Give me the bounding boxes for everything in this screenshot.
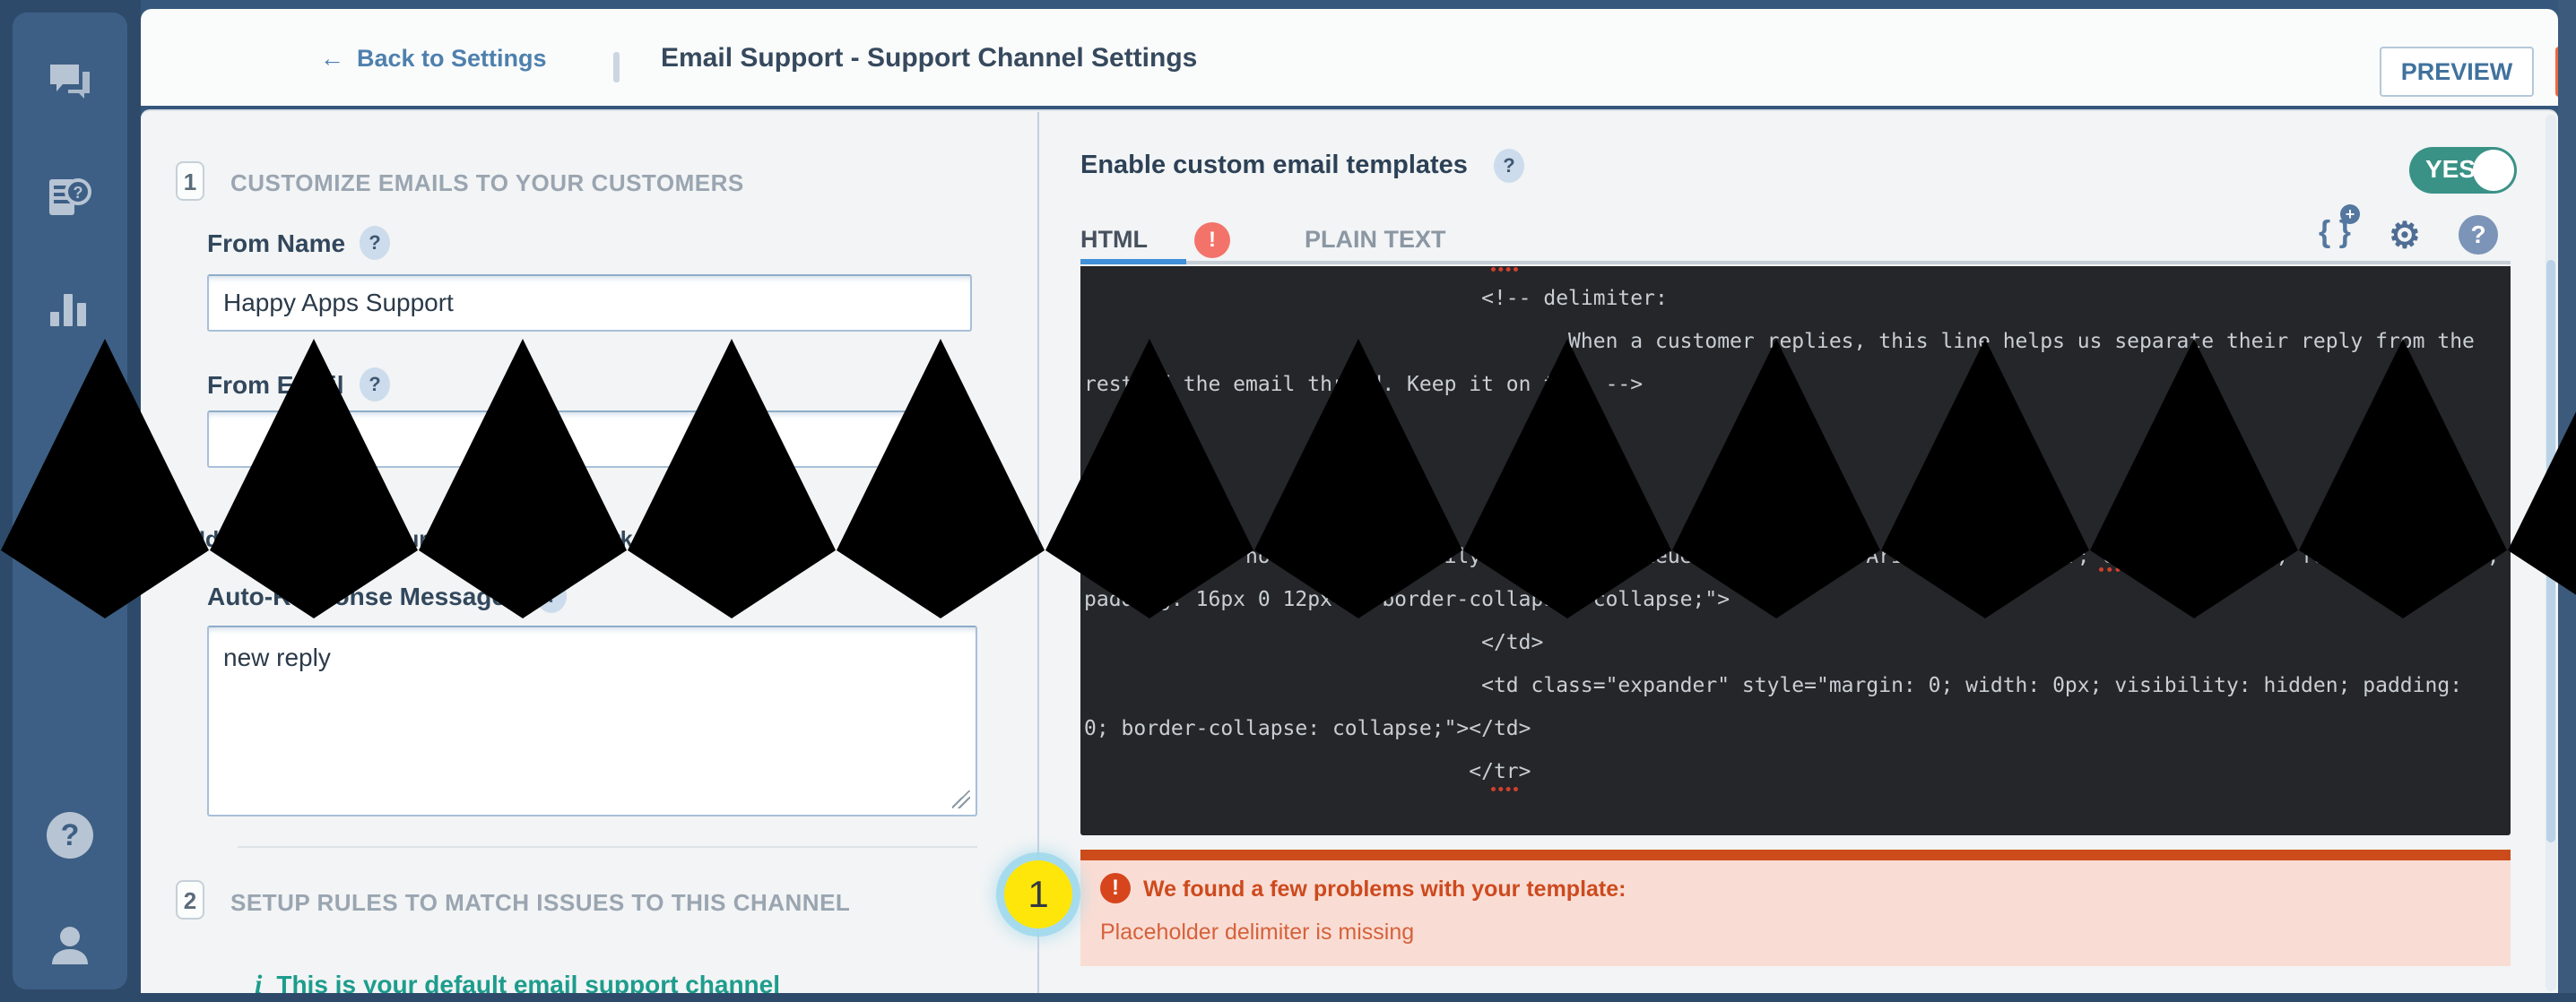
sidebar: ? ?: [0, 0, 141, 1002]
back-arrow-icon: ←: [320, 45, 344, 72]
error-squiggle: [2099, 567, 2137, 572]
code-line: font-weight: normal; font-family: 'Helve…: [1084, 545, 2500, 568]
tab-html[interactable]: HTML: [1080, 226, 1148, 253]
sidebar-panel: ? ?: [13, 13, 127, 989]
error-heading: We found a few problems with your templa…: [1143, 877, 1626, 902]
tab-underline-track: [1080, 261, 2511, 264]
preview-button[interactable]: PREVIEW: [2380, 47, 2534, 97]
page-title: Email Support - Support Channel Settings: [661, 43, 1198, 73]
textarea-resize-handle[interactable]: [952, 790, 970, 808]
tab-plain-text[interactable]: PLAIN TEXT: [1305, 226, 1446, 253]
from-name-input[interactable]: [207, 274, 972, 332]
from-email-input[interactable]: [207, 410, 972, 468]
header-bar: ← Back to Settings Email Support - Suppor…: [141, 9, 2576, 106]
code-line: rest of the email thread. Keep it on top…: [1084, 373, 1644, 396]
from-email-help-icon[interactable]: ?: [360, 367, 390, 402]
info-icon: i: [255, 970, 263, 999]
obscured-text-fragment: rke: [611, 527, 646, 552]
section-1-title: CUSTOMIZE EMAILS TO YOUR CUSTOMERS: [230, 169, 744, 196]
html-error-badge: !: [1194, 222, 1230, 258]
template-error-box: ! We found a few problems with your temp…: [1080, 850, 2511, 966]
enable-templates-title: Enable custom email templates: [1080, 151, 1468, 179]
code-line: <td class="expander" style="margin: 0; w…: [1084, 674, 2463, 697]
warning-icon: !: [1100, 873, 1131, 903]
right-scrollbar-thumb[interactable]: [2546, 260, 2555, 842]
error-detail: Placeholder delimiter is missing: [1100, 920, 1415, 945]
svg-text:?: ?: [74, 184, 83, 202]
annotation-marker-1: 1: [1004, 860, 1072, 929]
html-template-editor[interactable]: <!-- delimiter: When a customer replies,…: [1080, 266, 2511, 835]
auto-response-label: Auto-Response Message: [207, 583, 506, 610]
toggle-knob[interactable]: [2473, 150, 2514, 191]
tab-underline-active: [1080, 259, 1186, 264]
section-2-number: 2: [176, 880, 204, 920]
code-line: When a customer replies, this line helps…: [1084, 330, 2475, 353]
editor-help-icon[interactable]: ?: [2459, 215, 2498, 255]
reports-icon[interactable]: [13, 289, 127, 328]
back-label: Back to Settings: [357, 45, 547, 72]
profile-icon[interactable]: [13, 925, 127, 966]
conversations-icon[interactable]: [13, 59, 127, 104]
gear-icon[interactable]: ⚙: [2389, 216, 2421, 255]
code-line: 0; border-collapse: collapse;"></td>: [1084, 717, 1531, 740]
code-line: </td>: [1084, 631, 1544, 654]
section-1-number: 1: [176, 161, 204, 201]
window-frame-right: [2558, 0, 2576, 1002]
obscured-text-fragment: Id: [199, 527, 220, 552]
back-to-settings-link[interactable]: ← Back to Settings: [320, 45, 547, 73]
header-separator: [613, 52, 620, 82]
error-squiggle: [1491, 267, 1518, 272]
help-icon[interactable]: ?: [13, 810, 127, 860]
auto-response-help-icon[interactable]: ?: [536, 579, 567, 613]
auto-response-textarea[interactable]: new reply: [207, 626, 977, 816]
knowledge-base-icon[interactable]: ?: [13, 172, 127, 220]
obscured-text-fragment: ur: [405, 527, 428, 552]
from-name-label: From Name: [207, 229, 346, 257]
from-email-label: From Email: [207, 371, 344, 399]
toggle-yes-label: YES: [2425, 155, 2476, 183]
insert-placeholder-icon[interactable]: { } +: [2319, 204, 2360, 250]
plus-badge-icon: +: [2340, 204, 2360, 224]
error-squiggle: [1491, 787, 1518, 791]
code-line: <!-- delimiter:: [1084, 287, 1668, 310]
window-frame-bottom: [0, 993, 2576, 1002]
from-name-help-icon[interactable]: ?: [360, 226, 390, 260]
code-line: </tr>: [1084, 760, 1531, 783]
svg-text:?: ?: [61, 818, 80, 852]
section-2-title: SETUP RULES TO MATCH ISSUES TO THIS CHAN…: [230, 889, 851, 916]
left-panel-divider: [238, 846, 977, 848]
enable-templates-help-icon[interactable]: ?: [1494, 149, 1524, 183]
enable-templates-toggle[interactable]: YES: [2409, 147, 2517, 194]
code-line: padding: 16px 0 12px 0; border-collapse:…: [1084, 588, 1730, 611]
